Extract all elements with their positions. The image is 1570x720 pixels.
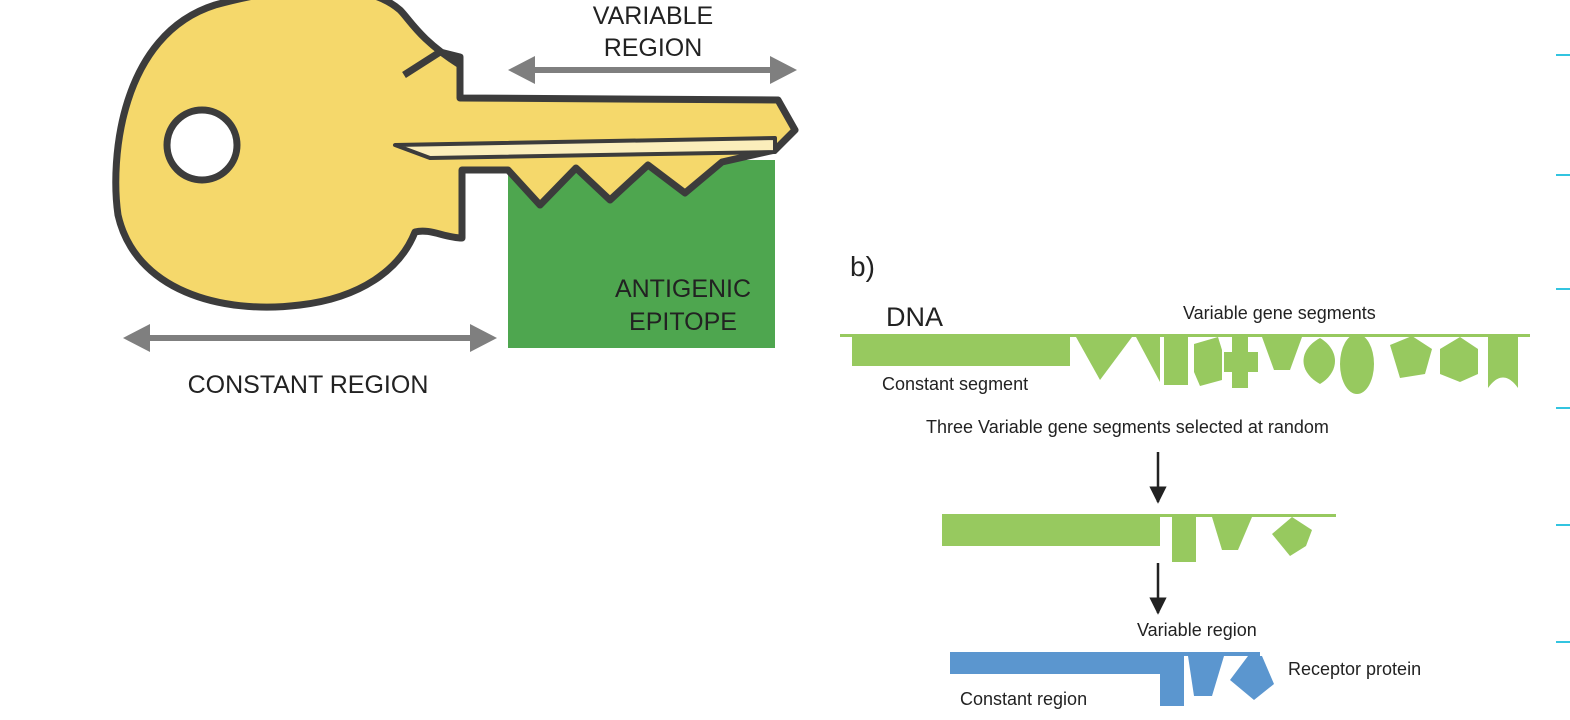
constant-region-label-b: Constant region [960,689,1087,709]
variable-segment-11 [1488,337,1518,388]
epitope-label-line2: EPITOPE [629,308,737,336]
receptor-variable-1 [1160,652,1184,706]
receptor-constant-region [950,652,1160,674]
variable-segment-1 [1076,337,1132,380]
variable-region-label-line2: REGION [604,34,703,62]
receptor-variable-3 [1230,656,1274,700]
constant-segment-label: Constant segment [882,374,1028,394]
variable-segment-10 [1440,337,1478,382]
right-edge-ticks [1556,54,1570,643]
variable-segment-3 [1164,337,1188,385]
recombined-constant [942,514,1160,546]
variable-segment-6 [1262,337,1302,370]
key-hole-icon [163,106,241,184]
panel-b-label: b) [850,251,875,282]
dna-baseline [840,334,1530,337]
receptor-variable-2 [1188,656,1224,696]
panel-b: b) DNA Variable gene segments Constant s… [840,251,1530,709]
variable-segment-7 [1303,338,1335,384]
variable-region-label-line1: VARIABLE [593,2,713,30]
receptor-protein-label: Receptor protein [1288,659,1421,679]
variable-gene-segments-label: Variable gene segments [1183,303,1376,323]
key-upper-notch [402,48,464,90]
constant-region-arrow [123,324,497,352]
receptor-protein [950,652,1274,706]
recombined-variable-3 [1272,517,1312,556]
key-groove [393,136,777,160]
recombined-variable-1 [1172,517,1196,562]
variable-segment-2 [1136,337,1160,382]
variable-region-arrow [508,56,797,84]
variable-segment-5 [1224,337,1258,388]
recombined-dna [942,514,1336,562]
variable-segment-8 [1340,334,1374,394]
panel-a: VARIABLE REGION CONSTANT REGION ANTIGENI… [112,0,799,399]
variable-segment-4 [1194,337,1222,386]
variable-region-label: Variable region [1137,620,1257,640]
epitope-label-line1: ANTIGENIC [615,275,751,303]
receptor-connector [1160,652,1260,656]
selection-label: Three Variable gene segments selected at… [926,417,1329,437]
dna-strand [840,334,1530,394]
recombined-variable-2 [1212,517,1252,550]
constant-region-label: CONSTANT REGION [188,371,429,399]
dna-label: DNA [886,302,943,332]
constant-segment [852,334,1070,366]
variable-segment-9 [1390,336,1432,378]
